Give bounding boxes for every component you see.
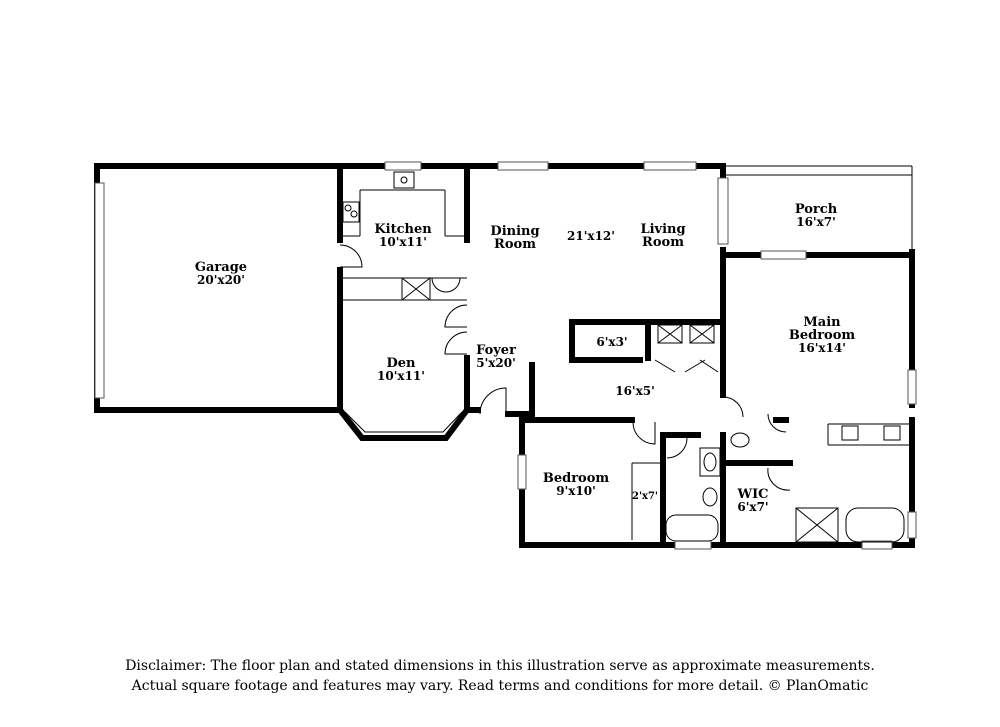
den-dim: 10'x11' — [377, 369, 425, 383]
bedroom-dim: 9'x10' — [556, 484, 596, 498]
garage-name: Garage — [195, 260, 247, 275]
windows — [384, 161, 917, 550]
doors — [339, 244, 791, 491]
small-closet-dim: 2'x7' — [632, 491, 658, 502]
foyer-name: Foyer — [476, 343, 516, 358]
wic-dim: 6'x7' — [737, 500, 768, 514]
foyer-dim: 5'x20' — [476, 356, 516, 370]
main-name: Main — [803, 315, 841, 330]
main-dim: 16'x14' — [798, 341, 846, 355]
room-labels: Garage 20'x20' Kitchen 10'x11' Dining Ro… — [195, 202, 855, 514]
hall-dim: 16'x5' — [615, 384, 655, 398]
living-name2: Room — [642, 235, 684, 250]
dining-name2: Room — [494, 237, 536, 252]
den-name: Den — [387, 356, 417, 371]
porch-name: Porch — [795, 202, 838, 217]
floor-plan: Garage 20'x20' Kitchen 10'x11' Dining Ro… — [94, 161, 917, 550]
closet-dim: 6'x3' — [596, 335, 627, 349]
garage-dim: 20'x20' — [197, 273, 245, 287]
main-name2: Bedroom — [789, 328, 856, 343]
kitchen-dim: 10'x11' — [379, 235, 427, 249]
bedroom-name: Bedroom — [543, 471, 610, 486]
den-bay-window — [335, 405, 472, 441]
kitchen-name: Kitchen — [374, 222, 432, 237]
fixtures — [342, 171, 905, 543]
garage-door — [94, 182, 105, 399]
disclaimer-line2: Actual square footage and features may v… — [131, 678, 869, 694]
living-dim: 21'x12' — [567, 229, 615, 243]
disclaimer: Disclaimer: The floor plan and stated di… — [0, 656, 1000, 696]
living-name: Living — [640, 222, 685, 237]
disclaimer-line1: Disclaimer: The floor plan and stated di… — [125, 658, 875, 674]
porch-dim: 16'x7' — [796, 215, 836, 229]
wic-name: WIC — [736, 487, 768, 502]
dining-name: Dining — [490, 224, 539, 239]
